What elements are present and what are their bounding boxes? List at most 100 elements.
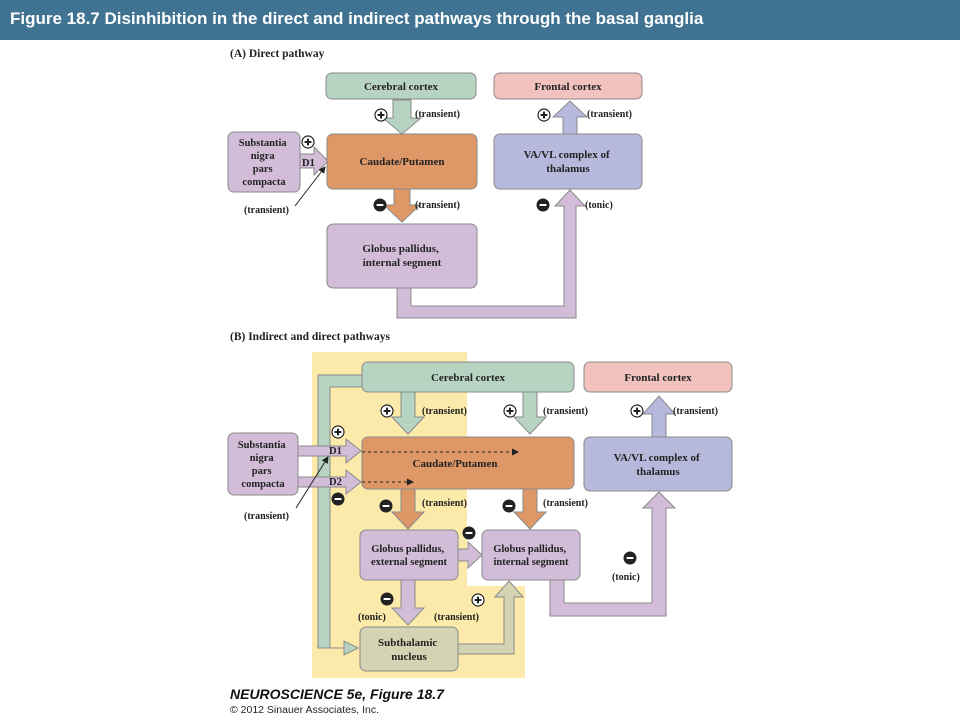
- arrow-gpi-to-thalamus: [396, 189, 587, 319]
- b-thalamus-frontal-label: (transient): [673, 406, 718, 417]
- a-thalamus-line-1: VA/VL complex of: [524, 149, 610, 161]
- panel-b-label: (B) Indirect and direct pathways: [230, 331, 390, 343]
- b-nigra-line-3: pars: [252, 466, 272, 477]
- arrow-thalamus-to-frontal: [551, 100, 589, 137]
- a-frontal-cortex-label: Frontal cortex: [534, 81, 602, 93]
- b-cortex-caudate-right-label: (transient): [543, 406, 588, 417]
- a-nigra-transient-label: (transient): [244, 205, 289, 216]
- b-box-caudate-putamen: [361, 436, 575, 490]
- b-caudate-gpi-label: (transient): [543, 498, 588, 509]
- b-minus-caudate-gpi-icon: [502, 499, 516, 513]
- a-gpi-line-1: Globus pallidus,: [362, 243, 439, 255]
- a-minus-gp-icon: [536, 198, 550, 212]
- a-gpi-label: Globus pallidus, internal segment: [362, 243, 441, 269]
- a-caudate-putamen-label: Caudate/Putamen: [360, 156, 445, 168]
- arrow-gpi-to-thalamus: [549, 491, 677, 617]
- b-gpi-thalamus-label: (tonic): [612, 572, 640, 583]
- a-thalamus-frontal-label: (transient): [587, 109, 632, 120]
- arrow-cortex-to-caudate-left: [390, 391, 426, 435]
- b-d1-label: D1: [329, 446, 342, 457]
- b-gpe-label: Globus pallidus, external segment: [371, 544, 448, 568]
- b-nigra-pointer-line: [295, 456, 329, 509]
- b-minus-gpi-thalamus-icon: [623, 551, 637, 565]
- a-nigra-line-2: nigra: [251, 151, 276, 162]
- b-d2-label: D2: [329, 477, 342, 488]
- b-nigra-transient-label: (transient): [244, 511, 289, 522]
- b-thalamus-line-1: VA/VL complex of: [614, 452, 700, 464]
- b-nigra-line-2: nigra: [250, 453, 275, 464]
- b-box-globus-pallidus-external: [359, 529, 459, 581]
- b-gpi-line-1: Globus pallidus,: [493, 544, 566, 555]
- b-gpe-line-1: Globus pallidus,: [371, 544, 444, 555]
- b-gpe-stn-label: (tonic): [358, 612, 386, 623]
- b-plus-frontal-icon: [630, 404, 644, 418]
- arrow-gpe-to-gpi: [457, 540, 483, 570]
- a-box-substantia-nigra: [227, 131, 301, 193]
- b-plus-stn-icon: [471, 593, 485, 607]
- b-plus-nigra-icon: [331, 425, 345, 439]
- b-plus-cortex-left-icon: [380, 404, 394, 418]
- a-substantia-nigra-label: Substantia nigra pars compacta: [239, 138, 289, 188]
- a-d1-label: D1: [302, 158, 315, 169]
- b-thalamus-line-2: thalamus: [636, 466, 680, 478]
- b-minus-gpe-gpi-icon: [462, 526, 476, 540]
- slide-header: Figure 18.7 Disinhibition in the direct …: [0, 0, 960, 40]
- b-box-cerebral-cortex: [361, 361, 575, 393]
- b-minus-caudate-gpe-icon: [379, 499, 393, 513]
- b-stn-label: Subthalamic nucleus: [378, 637, 440, 663]
- a-nigra-line-3: pars: [253, 164, 273, 175]
- b-nigra-line-4: compacta: [241, 479, 285, 490]
- arrow-caudate-to-gpe: [390, 488, 426, 530]
- b-plus-cortex-right-icon: [503, 404, 517, 418]
- a-cerebral-cortex-label: Cerebral cortex: [364, 81, 439, 93]
- b-arrow-thalamus-to-frontal: [641, 395, 677, 438]
- arrow-caudate-to-gpi: [382, 188, 422, 223]
- a-minus-caudate-icon: [373, 198, 387, 212]
- b-thalamus-label: VA/VL complex of thalamus: [614, 452, 703, 478]
- a-box-globus-pallidus-internal: [326, 223, 478, 289]
- arrow-nigra-to-caudate-d2: [296, 468, 362, 496]
- arrow-cortex-to-stn: [317, 374, 363, 656]
- book-caption: NEUROSCIENCE 5e, Figure 18.7: [230, 686, 444, 702]
- panel-a-label: (A) Direct pathway: [230, 48, 325, 60]
- b-box-thalamus: [583, 436, 733, 492]
- a-plus-nigra-icon: [301, 135, 315, 149]
- a-cortex-caudate-label: (transient): [415, 109, 460, 120]
- a-thalamus-line-2: thalamus: [546, 163, 590, 175]
- b-gpi-line-2: internal segment: [494, 557, 569, 568]
- b-caudate-gpe-label: (transient): [422, 498, 467, 509]
- b-stn-line-2: nucleus: [391, 651, 427, 663]
- b-cerebral-cortex-label: Cerebral cortex: [431, 372, 506, 384]
- slide-title: Figure 18.7 Disinhibition in the direct …: [10, 9, 704, 28]
- b-stn-gpi-label: (transient): [434, 612, 479, 623]
- b-frontal-cortex-label: Frontal cortex: [624, 372, 692, 384]
- b-box-globus-pallidus-internal: [481, 529, 581, 581]
- b-substantia-nigra-label: Substantia nigra pars compacta: [238, 440, 288, 490]
- b-gpe-line-2: external segment: [371, 557, 448, 568]
- arrow-nigra-to-caudate-d1: [296, 437, 362, 465]
- b-minus-d2-icon: [331, 492, 345, 506]
- b-nigra-line-1: Substantia: [238, 440, 287, 451]
- b-box-subthalamic-nucleus: [359, 626, 459, 672]
- a-box-cerebral-cortex: [325, 72, 477, 100]
- a-box-frontal-cortex: [493, 72, 643, 100]
- a-box-caudate-putamen: [326, 133, 478, 190]
- b-box-substantia-nigra: [227, 432, 299, 496]
- b-cortex-caudate-left-label: (transient): [422, 406, 467, 417]
- b-stn-line-1: Subthalamic: [378, 637, 437, 649]
- a-gpi-line-2: internal segment: [363, 257, 442, 269]
- arrow-stn-to-gpi: [457, 580, 525, 655]
- a-gp-thalamus-label: (tonic): [585, 200, 613, 211]
- a-thalamus-label: VA/VL complex of thalamus: [524, 149, 613, 175]
- copyright-caption: © 2012 Sinauer Associates, Inc.: [230, 704, 379, 716]
- a-box-thalamus: [493, 133, 643, 190]
- arrow-cortex-to-caudate: [381, 99, 423, 135]
- a-nigra-line-4: compacta: [242, 177, 286, 188]
- b-gpi-label: Globus pallidus, internal segment: [493, 544, 569, 568]
- a-nigra-pointer-line: [294, 166, 326, 207]
- a-nigra-line-1: Substantia: [239, 138, 288, 149]
- b-caudate-putamen-label: Caudate/Putamen: [413, 458, 498, 470]
- arrow-cortex-to-caudate-right: [512, 391, 548, 435]
- b-box-frontal-cortex: [583, 361, 733, 393]
